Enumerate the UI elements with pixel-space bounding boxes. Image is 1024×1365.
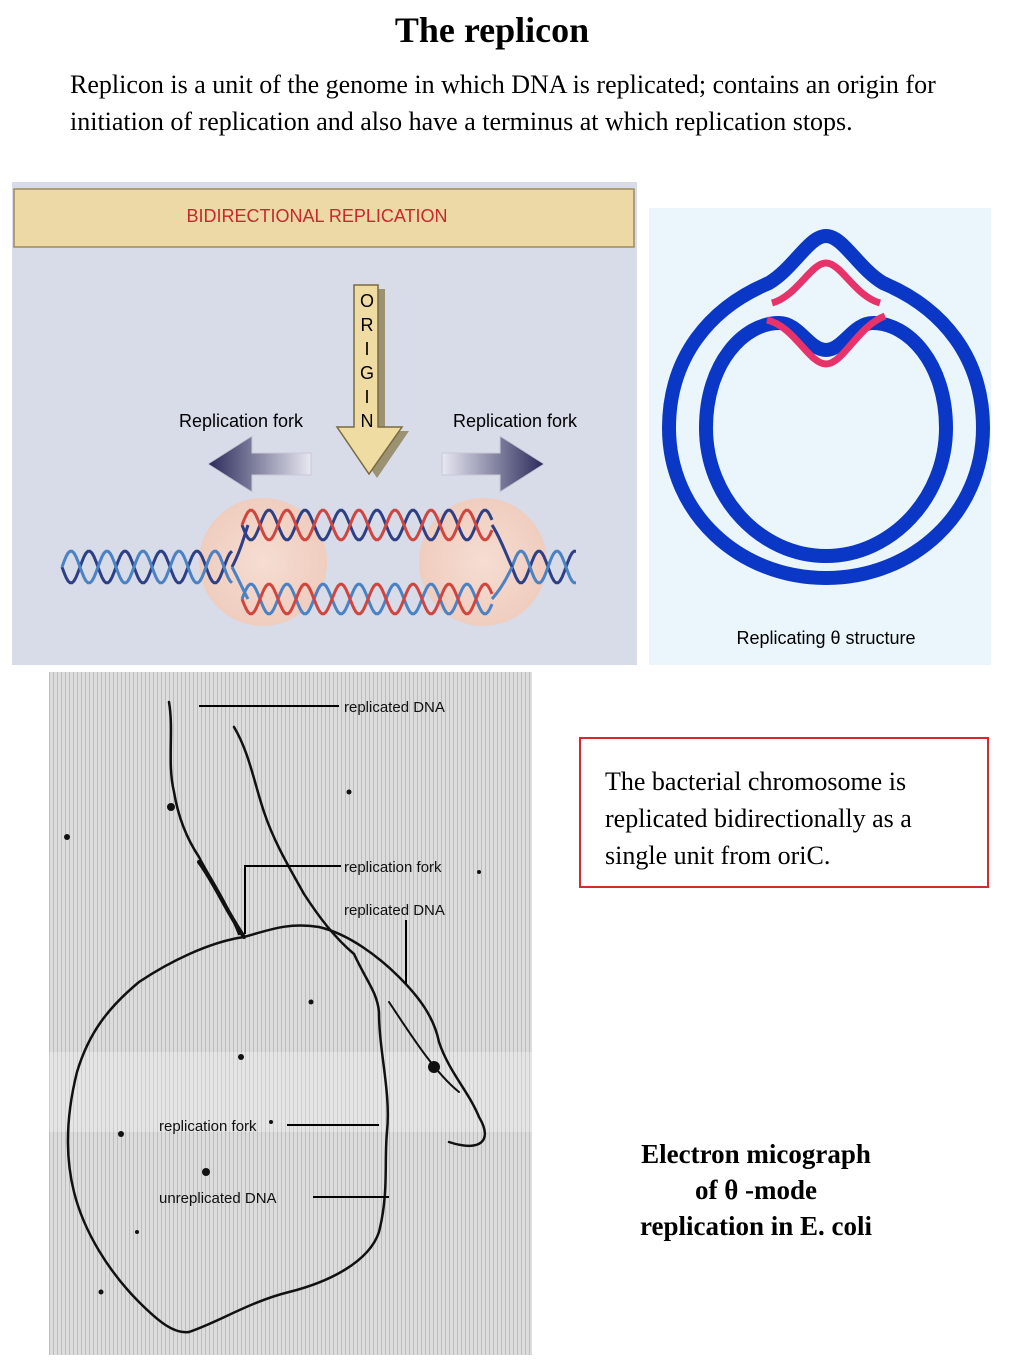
micrograph-image: replicated DNA replication fork replicat… <box>49 672 532 1355</box>
inner-parental-circle <box>698 315 954 564</box>
new-strand-top <box>770 259 882 307</box>
fork-connector-left-top <box>230 524 250 568</box>
origin-letter-r: R <box>361 315 374 335</box>
top-parental-strand <box>240 508 494 542</box>
dna-helices <box>60 508 576 616</box>
left-fork-label: Replication fork <box>179 411 304 431</box>
caption-line-1: Electron micograph <box>641 1139 871 1169</box>
right-fork-bubble <box>419 498 547 626</box>
new-strand-bottom <box>765 312 887 368</box>
theta-structure-figure: Replicating θ structure <box>649 208 991 665</box>
bidirectional-diagram: BIDIRECTIONAL REPLICATION O R I G I N Re… <box>12 182 637 665</box>
intro-paragraph: Replicon is a unit of the genome in whic… <box>70 70 936 136</box>
loop-left <box>66 935 246 1334</box>
pointer-replication-fork-1 <box>244 865 341 934</box>
replicated-strand-b <box>232 725 356 956</box>
theta-label: Replicating θ structure <box>736 628 915 648</box>
caption-line-2: of θ -mode <box>694 1175 818 1205</box>
left-fork-arrow <box>207 435 312 493</box>
origin-arrow <box>335 284 404 476</box>
dark-fork-segment <box>197 860 246 939</box>
right-duplex-strand-2 <box>510 549 576 585</box>
loop-right-lower <box>187 952 390 1334</box>
label-replication-fork-2: replication fork <box>159 1118 257 1135</box>
bottom-new-strand <box>240 582 494 616</box>
caption-line-3: replication in E. coli <box>639 1211 872 1241</box>
replicated-strand-c <box>388 1001 460 1093</box>
fork-connector-right-bottom <box>490 566 514 600</box>
origin-letter-i2: I <box>364 387 369 407</box>
header-text: BIDIRECTIONAL REPLICATION <box>186 206 447 226</box>
label-replicated-dna-1: replicated DNA <box>344 699 445 716</box>
outer-parental-circle <box>661 228 991 586</box>
theta-diagram: Replicating θ structure <box>649 208 991 665</box>
origin-letter-o: O <box>360 291 374 311</box>
page-title: The replicon <box>394 10 590 50</box>
header-banner <box>13 188 635 248</box>
bidirectional-replication-figure: BIDIRECTIONAL REPLICATION O R I G I N Re… <box>12 182 637 665</box>
origin-letter-n: N <box>361 411 374 431</box>
note-box: The bacterial chromosome is replicated b… <box>579 737 989 888</box>
right-fork-arrow <box>441 435 545 493</box>
electron-micrograph: replicated DNA replication fork replicat… <box>49 672 532 1355</box>
label-replicated-dna-2: replicated DNA <box>344 902 445 919</box>
loop-right-upper <box>242 924 486 1148</box>
fork-connector-right-top <box>490 524 514 568</box>
label-unreplicated-dna: unreplicated DNA <box>159 1190 277 1207</box>
bottom-parental-strand <box>240 582 494 616</box>
top-new-strand <box>240 508 494 542</box>
right-fork-label: Replication fork <box>453 411 578 431</box>
origin-letter-i: I <box>364 339 369 359</box>
origin-letter-g: G <box>360 363 374 383</box>
left-duplex-strand-1 <box>60 549 234 585</box>
fork-connector-left-bottom <box>230 566 250 600</box>
micrograph-background <box>49 672 532 1355</box>
left-duplex-strand-2 <box>60 549 234 585</box>
label-replication-fork-1: replication fork <box>344 859 442 876</box>
note-text: The bacterial chromosome is replicated b… <box>605 767 912 870</box>
micrograph-caption: Electron micograph of θ -mode replicatio… <box>598 1136 914 1244</box>
